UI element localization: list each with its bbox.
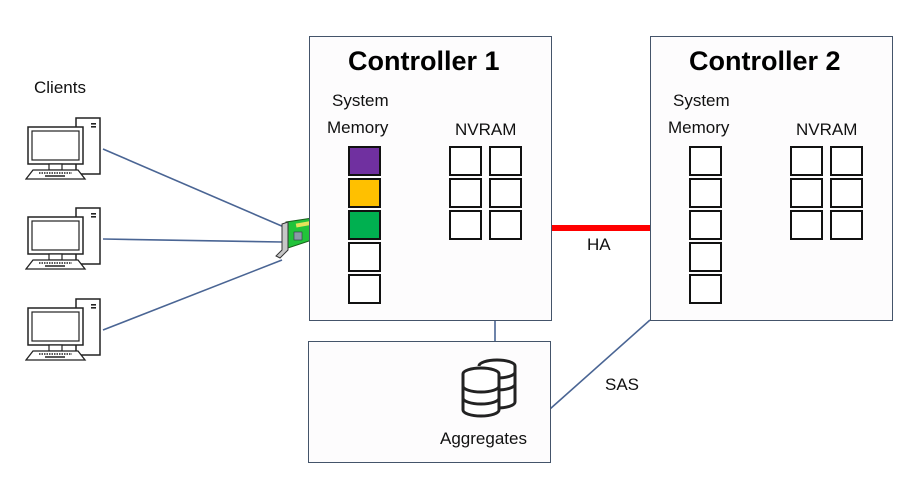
controller-title: Controller 1: [348, 46, 500, 76]
controller-title: Controller 2: [689, 46, 841, 76]
sas-link: [549, 319, 651, 410]
nvram-slot: [449, 210, 482, 240]
nvram-slot: [830, 146, 863, 176]
client-computer: [24, 206, 105, 277]
nvram-slot: [489, 210, 522, 240]
nvram-slot: [790, 210, 823, 240]
clients-label: Clients: [34, 78, 86, 97]
client-2-link: [102, 238, 283, 243]
computer-icon: [24, 298, 101, 361]
nvram-label: NVRAM: [455, 120, 517, 139]
memory-slot: [348, 242, 381, 272]
client-3-link: [102, 259, 283, 331]
nvram-slot: [449, 178, 482, 208]
aggregates-box: Aggregates: [308, 341, 551, 463]
nvram-slot: [489, 178, 522, 208]
system-memory-label: System: [673, 91, 730, 110]
nvram-slot: [489, 146, 522, 176]
memory-slot: [348, 178, 381, 208]
nvram-label: NVRAM: [796, 120, 858, 139]
nvram-slot: [830, 178, 863, 208]
client-computer: [24, 116, 105, 187]
sas-label: SAS: [605, 375, 640, 394]
system-memory-label: System: [332, 91, 389, 110]
system-memory-label-line2: Memory: [668, 118, 730, 137]
memory-slot: [348, 210, 381, 240]
memory-slot: [689, 146, 722, 176]
system-memory-label-line2: Memory: [327, 118, 389, 137]
memory-slot: [348, 146, 381, 176]
nvram-slot: [830, 210, 863, 240]
computer-icon: [24, 117, 101, 180]
memory-slot: [689, 274, 722, 304]
aggregates-label: Aggregates: [440, 429, 527, 448]
memory-slot: [689, 178, 722, 208]
client-computer: [24, 297, 105, 368]
memory-slot: [689, 210, 722, 240]
ha-label: HA: [587, 235, 611, 254]
memory-slot: [348, 274, 381, 304]
nvram-slot: [790, 146, 823, 176]
client-1-link: [102, 148, 285, 228]
database-icon: [461, 358, 517, 418]
nvram-slot: [790, 178, 823, 208]
computer-icon: [24, 207, 101, 270]
memory-slot: [689, 242, 722, 272]
nvram-slot: [449, 146, 482, 176]
